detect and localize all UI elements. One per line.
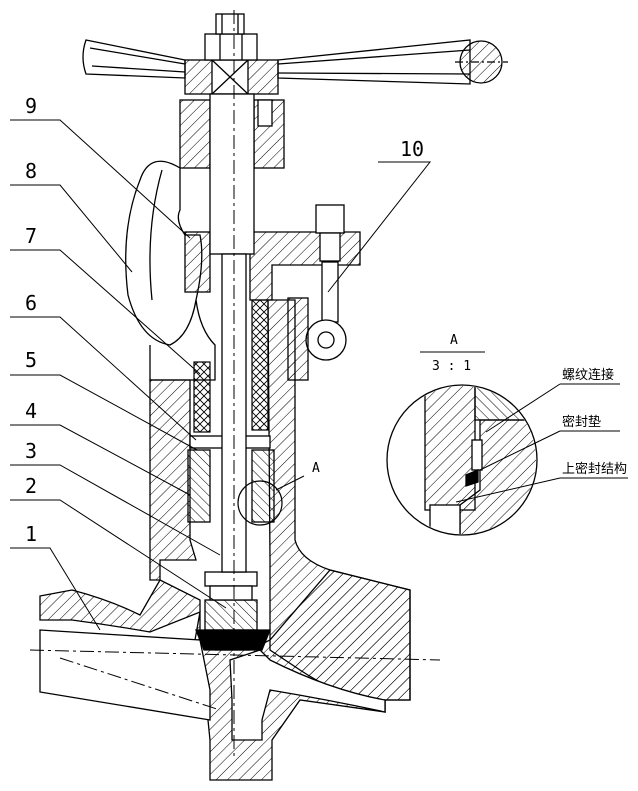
part-label-6: 6 [25, 291, 37, 315]
detail-marker-circle [237, 480, 283, 526]
detail-view [386, 384, 538, 536]
detail-title: A [450, 333, 458, 348]
flow-centerline-1 [29, 649, 441, 661]
part-label-10: 10 [400, 137, 424, 161]
packing-set [193, 299, 269, 433]
callout-thread: 螺纹连接 [562, 367, 614, 383]
part-label-8: 8 [25, 159, 37, 183]
stem-collar [204, 571, 258, 601]
detail-leaders [455, 383, 628, 503]
part-label-2: 2 [25, 474, 37, 498]
detail-marker-label: A [312, 461, 320, 476]
part-label-3: 3 [25, 439, 37, 463]
callout-gasket: 密封垫 [562, 414, 601, 430]
valve-body [39, 569, 411, 781]
eye-bolt [305, 204, 347, 361]
part-label-7: 7 [25, 224, 37, 248]
handwheel-hub [184, 59, 279, 95]
part-label-9: 9 [25, 94, 37, 118]
stem-nut-top [204, 13, 258, 61]
yoke-arm [125, 160, 216, 381]
callout-upper-seal: 上密封结构 [562, 461, 627, 477]
part-label-4: 4 [25, 399, 37, 423]
flow-centerline-2 [59, 657, 221, 711]
disc [195, 599, 271, 651]
yoke-bushing [179, 99, 285, 169]
part-label-1: 1 [25, 522, 37, 546]
part-label-5: 5 [25, 348, 37, 372]
packing-gland [187, 435, 275, 523]
detail-scale: 3 : 1 [432, 359, 471, 374]
stem [209, 10, 255, 760]
leader-lines [10, 119, 432, 631]
handwheel [82, 39, 508, 85]
